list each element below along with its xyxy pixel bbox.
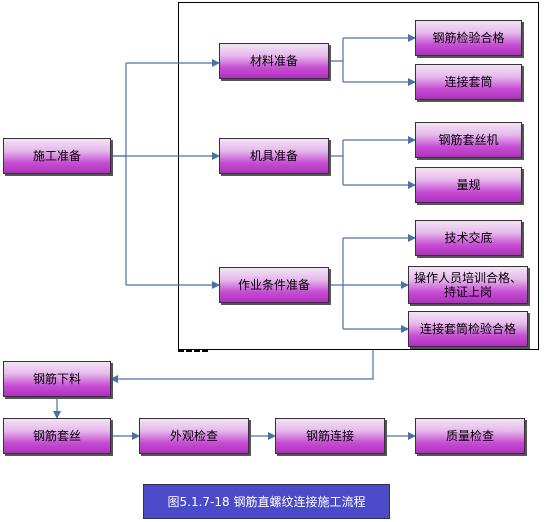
node-label: 钢筋下料 xyxy=(32,372,81,386)
caption-text: 图5.1.7-18 钢筋直螺纹连接施工流程 xyxy=(167,495,366,509)
node-technical-briefing: 技术交底 xyxy=(415,220,522,256)
node-rebar-connection: 钢筋连接 xyxy=(275,418,385,454)
node-label: 施工准备 xyxy=(32,149,81,163)
node-label: 钢筋检验合格 xyxy=(432,31,505,45)
node-sleeve-inspection: 连接套筒检验合格 xyxy=(408,311,528,347)
node-construction-prep: 施工准备 xyxy=(3,138,111,174)
node-machine-prep: 机具准备 xyxy=(219,138,329,174)
node-work-condition-prep: 作业条件准备 xyxy=(219,267,329,303)
connector-condition-trunk xyxy=(329,238,344,329)
node-gauge: 量规 xyxy=(415,167,522,203)
node-quality-inspection: 质量检查 xyxy=(415,418,525,454)
node-rebar-inspection: 钢筋检验合格 xyxy=(415,20,522,56)
node-label: 钢筋连接 xyxy=(305,429,354,443)
node-rebar-threading: 钢筋套丝 xyxy=(3,418,111,454)
node-rebar-cutting: 钢筋下料 xyxy=(3,361,111,397)
node-label: 机具准备 xyxy=(249,149,298,163)
node-label: 外观检查 xyxy=(169,429,218,443)
connector-frame-to-cutting xyxy=(110,350,374,383)
node-visual-inspection: 外观检查 xyxy=(139,418,249,454)
node-label: 操作人员培训合格、持证上岗 xyxy=(413,271,522,299)
node-label: 技术交底 xyxy=(444,231,493,245)
node-operator-training: 操作人员培训合格、持证上岗 xyxy=(408,266,528,304)
group-frame-dashed-edge xyxy=(178,350,208,352)
connector-machine-trunk xyxy=(329,140,344,185)
node-connection-sleeve: 连接套筒 xyxy=(415,64,522,100)
connector-material-trunk xyxy=(329,38,344,82)
node-label: 量规 xyxy=(456,178,481,192)
node-label: 作业条件准备 xyxy=(237,278,310,292)
connector-prep-trunk xyxy=(110,63,127,157)
figure-caption: 图5.1.7-18 钢筋直螺纹连接施工流程 xyxy=(143,484,390,519)
node-material-prep: 材料准备 xyxy=(219,43,329,79)
node-label: 质量检查 xyxy=(445,429,494,443)
group-frame xyxy=(178,2,539,350)
node-threading-machine: 钢筋套丝机 xyxy=(415,122,522,158)
node-label: 钢筋套丝 xyxy=(32,429,81,443)
node-label: 连接套筒 xyxy=(444,75,493,89)
node-label: 钢筋套丝机 xyxy=(438,133,499,147)
node-label: 材料准备 xyxy=(249,54,298,68)
node-label: 连接套筒检验合格 xyxy=(419,322,516,336)
